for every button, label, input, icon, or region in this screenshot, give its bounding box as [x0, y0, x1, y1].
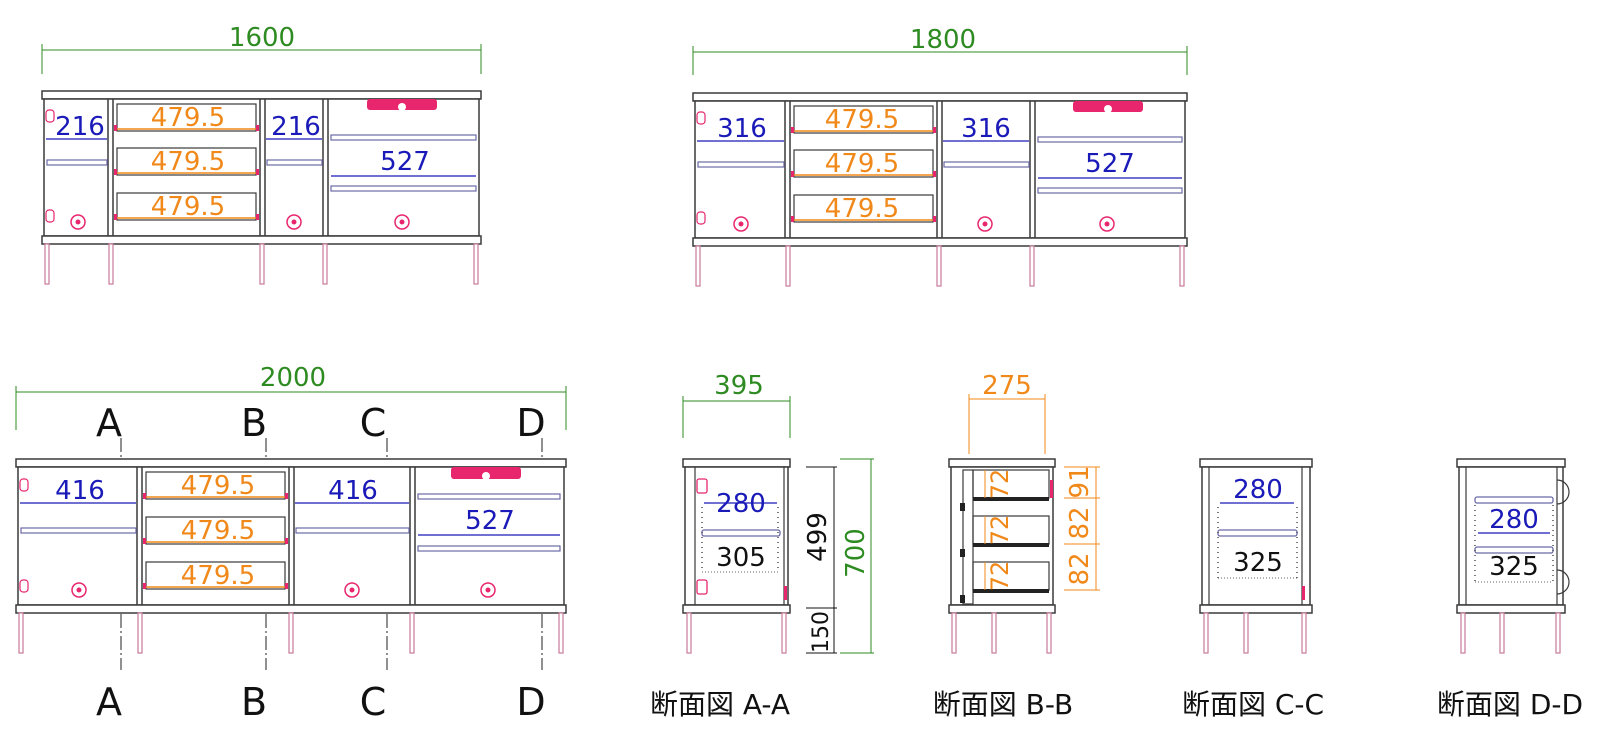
knob-icon: [480, 582, 496, 598]
right-compartment-width: 527: [465, 506, 515, 536]
legs: [1203, 612, 1307, 654]
section-marker-a-top: A: [96, 401, 122, 445]
legs: [44, 243, 479, 285]
drawer-height-1: 72: [986, 469, 1014, 500]
legs: [18, 612, 564, 654]
drawer-width-2: 479.5: [151, 147, 225, 177]
right-compartment-width: 527: [1085, 149, 1135, 179]
drawer-width-1: 479.5: [825, 105, 899, 135]
top-board: [41, 90, 482, 100]
section-marker-b-top: B: [241, 401, 267, 445]
shelf: [1474, 496, 1554, 504]
section-marker-a-bottom: A: [96, 680, 122, 724]
shelf-depth: 280: [716, 489, 766, 519]
hinge-icon: [19, 579, 29, 593]
section-caption: 断面図 D-D: [1437, 688, 1583, 721]
left-compartment-width: 316: [717, 114, 767, 144]
knob-icon: [1099, 216, 1115, 232]
section-marker-d-bottom: D: [516, 680, 545, 724]
knob-icon: [394, 214, 410, 230]
section-marker-c-bottom: C: [360, 680, 387, 724]
hinge-icon: [696, 579, 708, 595]
drawer-width-3: 479.5: [181, 561, 255, 591]
legs: [686, 612, 787, 654]
depth-dimension: 275: [982, 371, 1032, 401]
hinge-icon: [696, 478, 708, 494]
inner-depth: 305: [716, 543, 766, 573]
knob-icon: [733, 216, 749, 232]
height-dimensions: [806, 466, 837, 654]
cabinet-1800: 1800 316: [692, 25, 1188, 287]
pitch-label-2: 82: [1065, 506, 1095, 539]
drawer-width-1: 479.5: [181, 471, 255, 501]
right-compartment-width: 527: [380, 147, 430, 177]
section-marker-b-bottom: B: [241, 680, 267, 724]
total-height: 700: [841, 528, 871, 578]
depth-dimension: 395: [714, 371, 764, 401]
cabinet-1600: 1600 216: [41, 23, 482, 285]
hinge-icon: [45, 109, 55, 223]
section-caption: 断面図 A-A: [650, 688, 790, 721]
hinge-icon: [19, 478, 29, 492]
section-caption: 断面図 C-C: [1182, 688, 1324, 721]
left-compartment-width: 416: [55, 476, 105, 506]
legs: [695, 245, 1185, 287]
section-caption: 断面図 B-B: [933, 688, 1073, 721]
section-cc: 280 325 断面図 C-C: [1182, 458, 1324, 721]
drawer-stack: [791, 105, 936, 223]
section-marker-d-top: D: [516, 401, 545, 445]
drawer-width-3: 479.5: [151, 192, 225, 222]
hinge-icon: [696, 211, 706, 225]
left-compartment-width: 216: [55, 112, 105, 142]
shelf-depth: 280: [1233, 475, 1283, 505]
inner-depth: 325: [1489, 552, 1539, 582]
bottom-board: [41, 235, 482, 245]
leg-height: 150: [809, 611, 834, 653]
drawer-stack: [114, 103, 259, 221]
middle-compartment-width: 216: [271, 112, 321, 142]
section-aa: 395 280 305 499 700: [650, 371, 874, 721]
knob-icon: [70, 214, 86, 230]
inner-depth: 325: [1233, 548, 1283, 578]
width-dimension-2000: 2000: [260, 363, 326, 393]
knob-icon: [977, 216, 993, 232]
body-height: 499: [803, 512, 833, 562]
drawer-height-2: 72: [986, 515, 1014, 546]
drawer-height-3: 72: [986, 561, 1014, 592]
legs: [951, 612, 1052, 654]
middle-compartment-width: 316: [961, 114, 1011, 144]
section-marker-c-top: C: [360, 401, 387, 445]
legs: [1460, 612, 1561, 654]
pitch-label-3: 82: [1065, 552, 1095, 585]
section-bb: 275 72 72 72 91: [933, 371, 1100, 721]
pitch-label-1: 91: [1065, 465, 1095, 498]
width-dimension-1600: 1600: [229, 23, 295, 53]
drawer-width-2: 479.5: [825, 149, 899, 179]
drawer-width-1: 479.5: [151, 103, 225, 133]
section-dd: 280 325 断面図 D-D: [1437, 458, 1583, 721]
shelf: [46, 159, 108, 166]
drawer-width-2: 479.5: [181, 516, 255, 546]
middle-compartment-width: 416: [328, 476, 378, 506]
knob-icon: [344, 582, 360, 598]
hinge-icon: [696, 111, 706, 125]
cabinet-2000: 2000 A B C D A B C D 416: [15, 363, 567, 724]
drawer-width-3: 479.5: [825, 194, 899, 224]
shelf-depth: 280: [1489, 505, 1539, 535]
width-dimension-1800: 1800: [910, 25, 976, 55]
knob-icon: [286, 214, 302, 230]
knob-icon: [71, 582, 87, 598]
drawer-stack: [143, 471, 288, 590]
